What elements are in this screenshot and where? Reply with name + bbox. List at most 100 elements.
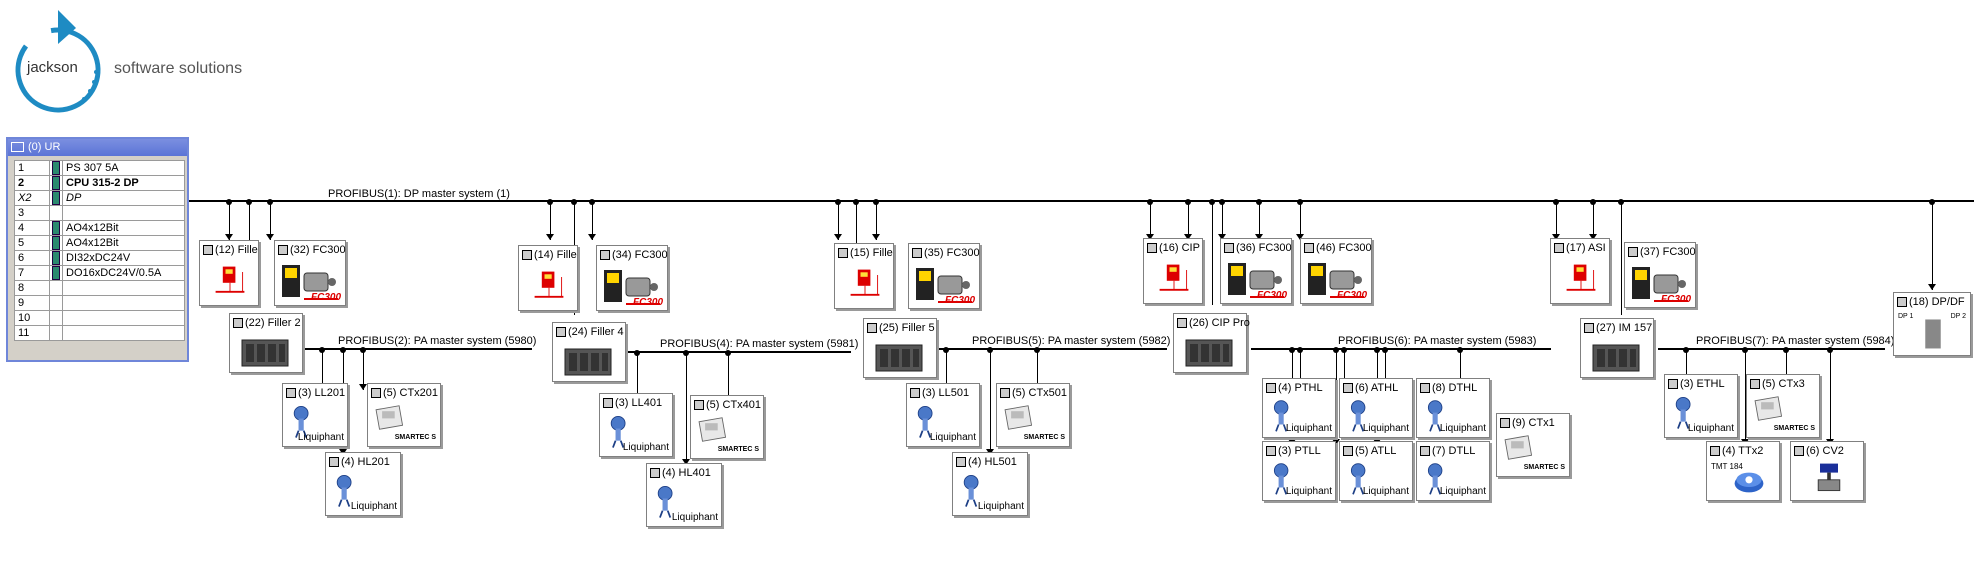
device-label-wrap: (36) FC300 [1224, 242, 1292, 254]
rack-slot: 1 [14, 160, 50, 176]
device-d22[interactable]: (22) Filler 2 [229, 313, 303, 373]
device-d27[interactable]: (27) IM 157 [1580, 318, 1654, 378]
bus-connector [834, 234, 842, 240]
device-type-icon [1628, 247, 1638, 258]
liq-icon [606, 414, 632, 455]
liq-icon [959, 473, 985, 514]
rack-slot: 5 [14, 235, 50, 251]
device-label-wrap: (18) DP/DF [1897, 296, 1965, 308]
device-label: (5) CTx501 [1012, 387, 1068, 399]
device-p7_cv2[interactable]: (6) CV2 [1790, 441, 1864, 501]
bus-drop-line [363, 350, 364, 390]
device-label-wrap: (4) HL501 [956, 456, 1017, 468]
device-label-wrap: (5) ATLL [1343, 445, 1396, 457]
device-d12[interactable]: (12) Fille [199, 240, 259, 306]
device-d17[interactable]: (17) ASI [1550, 238, 1610, 304]
device-label-wrap: (3) LL401 [603, 397, 662, 409]
pa6-bus-label: PROFIBUS(6): PA master system (5983) [1338, 335, 1537, 347]
device-d14[interactable]: (14) Fille [518, 245, 578, 311]
pa5-bus-line [931, 348, 1167, 350]
bus-drop-line [1786, 350, 1787, 385]
device-label-wrap: (3) ETHL [1668, 378, 1725, 390]
device-type-icon [1897, 297, 1907, 308]
bus-drop-line [550, 202, 551, 240]
device-d16[interactable]: (16) CIP [1143, 238, 1203, 304]
pa2-bus-line [300, 348, 532, 350]
device-label-wrap: (12) Fille [203, 244, 258, 256]
rack-module: PS 307 5A [62, 160, 185, 176]
bus-drop-line [1336, 350, 1337, 445]
rack-row[interactable]: 3 [14, 205, 185, 221]
rack-slot: 10 [14, 310, 50, 326]
device-type-icon [1500, 418, 1510, 429]
rack-row[interactable]: 9 [14, 295, 185, 311]
filler-icon [531, 268, 567, 309]
rack-row[interactable]: 10 [14, 310, 185, 326]
rack-title-bar[interactable]: (0) UR [8, 139, 187, 156]
liquiphant-label: Liquiphant [350, 501, 397, 512]
rack-icon [11, 142, 24, 152]
device-label: (27) IM 157 [1596, 322, 1653, 334]
device-label-wrap: (6) CV2 [1794, 445, 1844, 457]
rack-slot: 3 [14, 205, 50, 221]
device-type-icon [1343, 383, 1353, 394]
rack-slot: X2 [14, 190, 50, 206]
rack-row[interactable]: 11 [14, 325, 185, 341]
device-label: (4) TTx2 [1722, 445, 1764, 457]
bus-connector [872, 234, 880, 240]
bus-drop-line [1621, 202, 1622, 315]
device-d24[interactable]: (24) Filler 4 [552, 322, 626, 382]
smartec-brand: SMARTEC S [717, 446, 759, 453]
module-icon [52, 266, 60, 280]
device-d26[interactable]: (26) CIP Pro [1173, 313, 1250, 373]
device-label-wrap: (5) CTx501 [1000, 387, 1067, 399]
bus-drop-line [1385, 350, 1386, 385]
rack-slot: 11 [14, 325, 50, 341]
device-d15[interactable]: (15) Fille [834, 243, 894, 309]
device-d25[interactable]: (25) Filler 5 [863, 318, 937, 378]
rack-row[interactable]: 1 PS 307 5A [14, 160, 185, 176]
cpu-icon [872, 343, 926, 378]
device-label: (26) CIP Pro [1189, 317, 1250, 329]
liq-icon [332, 473, 358, 514]
bus-connector [1296, 234, 1304, 240]
fc300-brand: FC300 [944, 295, 975, 306]
rack-row[interactable]: 8 [14, 280, 185, 296]
bus-connector [266, 234, 274, 240]
module-icon [52, 236, 60, 250]
bus-connector [1332, 439, 1340, 445]
